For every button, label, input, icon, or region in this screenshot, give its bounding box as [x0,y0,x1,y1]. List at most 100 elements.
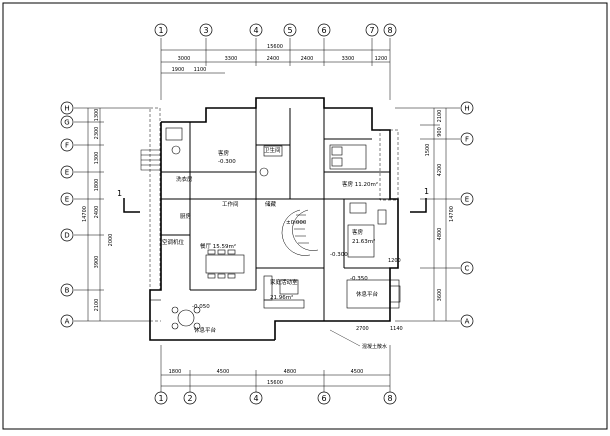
bottom-dim: 4800 [284,369,297,375]
right-dim: 900 [437,127,443,137]
top-axis-label: 5 [287,26,292,35]
room-label-aircon: 空调机位 [162,238,185,246]
top-axis-label: 3 [203,26,208,35]
bottom-axis-label: 6 [321,394,326,403]
top-dim: 3300 [225,56,238,62]
bottom-dim: 4500 [351,369,364,375]
top-dim: 1200 [375,56,388,62]
left-axis-label: F [65,142,69,150]
left-dim: 2100 [94,299,100,312]
top-dim: 1900 [172,67,185,73]
interior-walls [161,108,390,321]
section-mark-left: 1 [117,189,122,198]
terrace-rail [150,279,401,309]
top-dim: 3000 [178,56,191,62]
note-leader [329,329,361,347]
bottom-total-dim: 15600 [267,380,283,386]
top-dim: 2400 [267,56,280,62]
left-axis-label: E [65,169,69,177]
right-dim: 1500 [425,144,431,157]
terrace-round-table [171,306,201,330]
right-total-dim: 14700 [449,206,455,222]
left-dim: 1300 [94,152,100,165]
sheet-border [2,2,608,430]
top-axis-label: 7 [369,26,374,35]
left-axis-label: A [65,318,70,326]
room-label-bath: 卫生间 [264,146,281,154]
sofa-set [263,275,305,309]
room-area-family: 21.96m² [270,294,293,301]
right-axis-label: E [465,196,469,204]
bedroom-bed [347,202,387,258]
top-axis-label: 4 [253,26,258,35]
top-dim: 2400 [301,56,314,62]
stair [281,209,319,256]
top-dim: 3300 [342,56,355,62]
bottom-dimensions [160,345,391,392]
room-label-terrace2: 休息平台 [356,290,379,298]
left-axis-label: H [64,105,69,113]
left-axis-label: B [65,287,70,295]
right-axis-label: H [464,105,469,113]
left-dim: 2300 [94,127,100,140]
bottom-axis-label: 2 [187,394,192,403]
bottom-axis-label: 1 [158,394,163,403]
room-label-terrace: 休息平台 [194,326,217,334]
bottom-axis-label: 4 [253,394,258,403]
right-axis-label: F [465,136,469,144]
right-dim: 4200 [437,164,443,177]
top-axis-label: 6 [321,26,326,35]
top-total-dim: 15600 [267,44,283,50]
bottom-axis-markers: 1 2 4 6 8 [154,391,397,405]
left-dim: 2000 [108,234,114,247]
right-axis-markers: H F E C A [460,101,474,328]
left-dim: 1300 [94,109,100,122]
bathroom-fixtures [165,127,283,177]
room-label-storage: 储藏 [265,200,277,208]
room-level-terrace: -0.350 [350,276,368,282]
room-area-bedroom: 21.63m² [352,238,375,245]
top-axis-markers: 1 3 4 5 6 7 8 [154,23,397,37]
dim-1200: 1200 [388,258,401,264]
terrace-level: -0.050 [192,304,210,310]
top-dim: 1100 [194,67,207,73]
top-axis-label: 8 [387,26,392,35]
room-label-bedroom: 客房 [352,228,364,236]
note-apron: 混凝土散水 [362,343,387,350]
room-label-family: 家庭活动室 [270,278,298,286]
room-label-guest: 客房 [218,149,230,157]
right-axis-label: A [465,318,470,326]
room-label-laundry: 洗衣房 [176,175,193,183]
room-label-dining: 餐厅 15.59m² [200,242,236,250]
right-dimensions [395,107,460,322]
right-dim: 4800 [437,228,443,241]
level-mark-main: ±0.000 [286,220,307,226]
room-label-guest2: 客房 11.20m² [342,180,378,188]
right-dim: 3600 [437,289,443,302]
left-dim: 3900 [94,256,100,269]
dim-1140: 1140 [390,326,403,332]
left-axis-label: E [65,196,69,204]
room-label-work: 工作间 [222,200,239,208]
left-dimensions [74,107,150,322]
section-cut-left [123,198,140,213]
room-label-kitchen: 厨房 [180,212,192,220]
guest-bed [329,144,367,170]
bottom-axis-label: 8 [387,394,392,403]
right-dim: 2100 [437,110,443,123]
side-entry-stair [140,149,162,171]
left-dim: 1800 [94,179,100,192]
room-level-right: -0.300 [330,252,348,258]
bottom-dim: 4500 [217,369,230,375]
right-axis-label: C [465,265,470,273]
top-axis-label: 1 [158,26,163,35]
section-mark-right: 1 [424,187,429,196]
top-dimensions [160,38,391,100]
left-axis-label: D [64,232,69,240]
left-total-dim: 14700 [82,206,88,222]
room-level-guest: -0.300 [218,159,236,165]
left-axis-label: G [64,119,69,127]
section-cut-right [410,198,427,213]
